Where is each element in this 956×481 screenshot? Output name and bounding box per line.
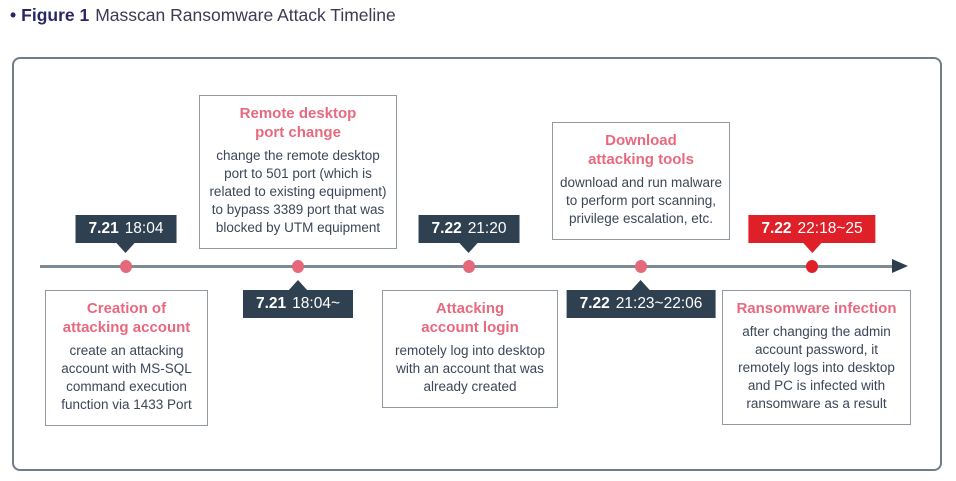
badge-date: 7.22 [761,220,792,237]
event-card: Ransomware infection after changing the … [722,290,911,425]
event-card: Remote desktop port change change the re… [199,95,397,249]
event-card-title: Ransomware infection [736,300,897,317]
timeline-dot [292,260,304,273]
event-card-title: Remote desktop port change [239,105,357,141]
timestamp-pill: 7.22 22:18~25 [748,215,876,243]
figure-title: Masscan Ransomware Attack Timeline [95,5,396,25]
badge-time: 21:23~22:06 [615,295,703,312]
figure-label: Figure 1 [21,5,90,25]
timestamp-badge: 7.22 22:18~25 [748,215,876,253]
timeline-panel: 7.21 18:04 Creation of attacking account… [12,57,942,471]
event-card-body: change the remote desktop port to 501 po… [209,147,387,235]
event-card-body: download and run malware to perform port… [559,174,723,226]
badge-time: 18:04~ [292,295,341,312]
figure-bullet: • [10,5,17,25]
timestamp-pill: 7.22 21:20 [418,215,520,243]
event-card-body: after changing the admin account passwor… [738,323,895,411]
badge-time: 22:18~25 [797,220,863,237]
event-card: Creation of attacking account create an … [45,290,208,426]
event-card-title: Creation of attacking account [62,300,191,336]
timeline-dot [806,260,818,273]
timestamp-pill: 7.21 18:04 [75,215,177,243]
badge-pointer-icon [631,280,651,291]
badge-date: 7.22 [431,220,462,237]
timeline-dot [463,260,475,273]
badge-date: 7.22 [579,295,610,312]
badge-time: 18:04 [124,220,164,237]
timestamp-badge: 7.22 21:23~22:06 [566,280,716,318]
badge-pointer-icon [287,280,308,291]
timestamp-badge: 7.22 21:20 [418,215,520,253]
event-card-title: Download attacking tools [588,132,694,168]
timeline-arrow-icon [892,259,908,273]
event-card: Download attacking tools download and ru… [552,122,730,240]
event-card-body: create an attacking account with MS-SQL … [61,342,192,412]
badge-time: 21:20 [467,220,507,237]
timestamp-badge: 7.21 18:04~ [242,280,354,318]
badge-date: 7.21 [255,295,287,312]
badge-date: 7.21 [88,220,119,237]
timestamp-badge: 7.21 18:04 [75,215,177,253]
badge-pointer-icon [459,242,479,253]
badge-pointer-icon [116,242,136,253]
timestamp-pill: 7.21 18:04~ [242,290,354,318]
event-card-body: remotely log into desktop with an accoun… [394,342,546,394]
timeline-dot [120,260,132,273]
badge-pointer-icon [801,242,822,253]
timestamp-pill: 7.22 21:23~22:06 [566,290,716,318]
timeline-dot [635,260,647,273]
event-card: Attacking account login remotely log int… [382,290,558,408]
event-card-title: Attacking account login [421,300,519,336]
